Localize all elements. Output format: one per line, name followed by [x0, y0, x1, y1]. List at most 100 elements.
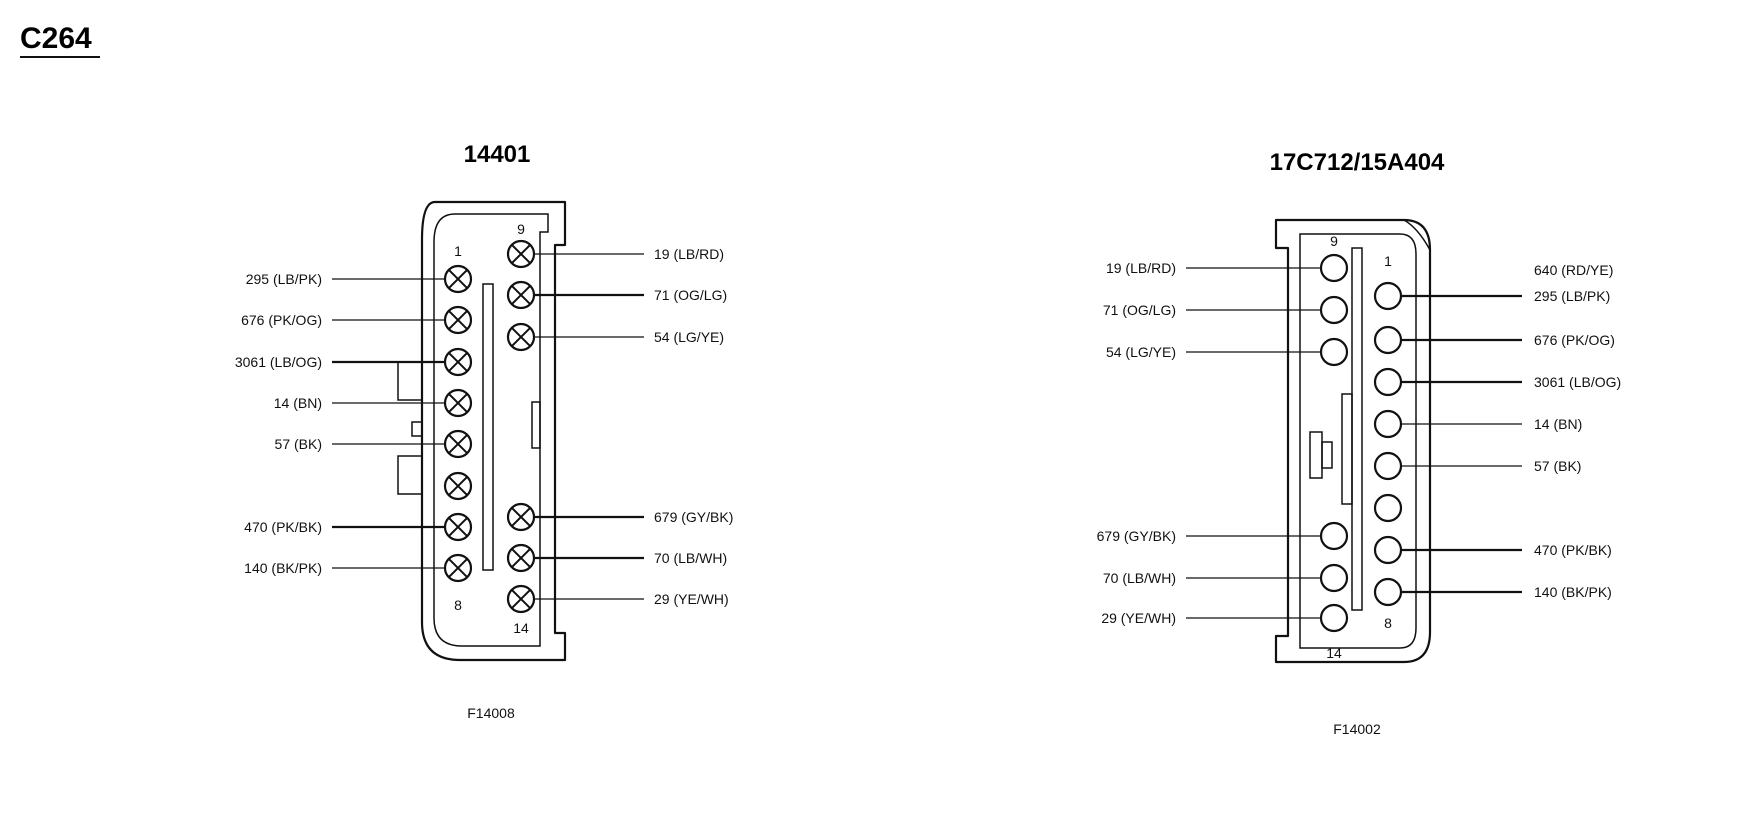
- wire-label: 470 (PK/BK): [244, 519, 322, 535]
- pin-number-label: 14: [513, 620, 529, 636]
- pin-circle: [1373, 325, 1403, 355]
- connector-housing: [1274, 218, 1432, 664]
- pin-10: [506, 280, 536, 310]
- pin-5: [1373, 451, 1403, 481]
- wire-label-extra: 640 (RD/YE): [1534, 262, 1613, 278]
- wire-label: 57 (BK): [1534, 458, 1581, 474]
- connector-title: 17C712/15A404: [1270, 149, 1445, 176]
- center-divider: [482, 283, 494, 571]
- pin-9: [1319, 253, 1349, 283]
- figure-code: F14002: [1333, 721, 1381, 737]
- pin-number-label: 1: [1384, 253, 1392, 269]
- pin-cross: [511, 548, 531, 568]
- pin-13: [1319, 563, 1349, 593]
- pin-circle: [1319, 295, 1349, 325]
- housing-notch: [531, 401, 541, 449]
- pin-circle: [1373, 281, 1403, 311]
- pin-7: [1373, 535, 1403, 565]
- pin-cross: [448, 434, 468, 454]
- pin-circle: [1373, 367, 1403, 397]
- wire-label: 470 (PK/BK): [1534, 542, 1612, 558]
- pin-6: [443, 471, 473, 501]
- wire-label: 19 (LB/RD): [654, 246, 724, 262]
- pin-cross: [511, 327, 531, 347]
- center-divider: [1351, 247, 1363, 611]
- side-latch: [397, 361, 423, 401]
- wire-label: 29 (YE/WH): [654, 591, 729, 607]
- pin-8: [443, 553, 473, 583]
- pin-column-left: 295 (LB/PK) 676 (PK/OG) 3061 (LB/OG) 14 (BN…: [235, 264, 473, 583]
- wire-label: 3061 (LB/OG): [1534, 374, 1621, 390]
- pin-1: [1373, 281, 1403, 311]
- pin-cross: [448, 352, 468, 372]
- pin-circle: [1373, 493, 1403, 523]
- figure-code: F14008: [467, 705, 515, 721]
- pin-3: [443, 347, 473, 377]
- pin-2: [443, 305, 473, 335]
- pin-cross: [511, 244, 531, 264]
- pin-cross: [511, 589, 531, 609]
- pin-13: [506, 543, 536, 573]
- pin-5: [443, 429, 473, 459]
- corner-detail: [1403, 219, 1431, 251]
- pin-8: [1373, 577, 1403, 607]
- side-latch: [411, 421, 423, 437]
- pin-11: [1319, 337, 1349, 367]
- wire-label: 71 (OG/LG): [654, 287, 727, 303]
- wire-label: 57 (BK): [275, 436, 322, 452]
- wire-label: 3061 (LB/OG): [235, 354, 322, 370]
- center-divider-step: [1341, 393, 1353, 505]
- pin-column-left: 19 (LB/RD)71 (OG/LG)54 (LG/YE)679 (GY/BK…: [1097, 253, 1349, 633]
- pin-cross: [448, 393, 468, 413]
- wire-label: 19 (LB/RD): [1106, 260, 1176, 276]
- connector-housing-inner: [433, 213, 549, 647]
- connector-17c712-15a404: 17C712/15A404 9 14 1 8 640 (RD/YE) 19 (L…: [1097, 149, 1622, 737]
- side-latch: [397, 455, 423, 495]
- pin-12: [506, 502, 536, 532]
- pin-9: [506, 239, 536, 269]
- pin-cross: [448, 476, 468, 496]
- pin-3: [1373, 367, 1403, 397]
- pin-column-right: 295 (LB/PK) 676 (PK/OG) 3061 (LB/OG) 14 (BN…: [1373, 281, 1621, 607]
- pin-2: [1373, 325, 1403, 355]
- pin-number-label: 9: [1330, 233, 1338, 249]
- pin-column-right: 19 (LB/RD) 71 (OG/LG) 54 (LG/YE) 679 (GY/BK…: [506, 239, 733, 614]
- wire-label: 679 (GY/BK): [654, 509, 733, 525]
- wire-label: 295 (LB/PK): [246, 271, 322, 287]
- pin-number-label: 8: [454, 597, 462, 613]
- wire-label: 14 (BN): [274, 395, 322, 411]
- wire-label: 54 (LG/YE): [654, 329, 724, 345]
- wire-label: 140 (BK/PK): [1534, 584, 1612, 600]
- pin-number-label: 9: [517, 221, 525, 237]
- connector-14401: 14401 1 8 9 14 295 (LB/PK)676 (PK/OG)306…: [235, 141, 734, 721]
- connector-housing: [420, 200, 567, 662]
- pin-6: [1373, 493, 1403, 523]
- pin-12: [1319, 521, 1349, 551]
- pin-circle: [1373, 577, 1403, 607]
- wire-label: 140 (BK/PK): [244, 560, 322, 576]
- pin-4: [443, 388, 473, 418]
- pin-10: [1319, 295, 1349, 325]
- pin-cross: [448, 310, 468, 330]
- pin-cross: [448, 517, 468, 537]
- pin-circle: [1373, 409, 1403, 439]
- wire-label: 14 (BN): [1534, 416, 1582, 432]
- pin-number-label: 14: [1326, 645, 1342, 661]
- wire-label: 54 (LG/YE): [1106, 344, 1176, 360]
- pin-number-label: 1: [454, 243, 462, 259]
- pin-cross: [448, 269, 468, 289]
- pin-1: [443, 264, 473, 294]
- pin-cross: [448, 558, 468, 578]
- pin-4: [1373, 409, 1403, 439]
- wire-label: 70 (LB/WH): [654, 550, 727, 566]
- side-key: [1321, 441, 1333, 469]
- pin-circle: [1373, 451, 1403, 481]
- side-key: [1309, 431, 1323, 479]
- pin-circle: [1319, 521, 1349, 551]
- wire-label: 676 (PK/OG): [241, 312, 322, 328]
- wire-label: 70 (LB/WH): [1103, 570, 1176, 586]
- wire-label: 676 (PK/OG): [1534, 332, 1615, 348]
- wire-label: 295 (LB/PK): [1534, 288, 1610, 304]
- wire-label: 71 (OG/LG): [1103, 302, 1176, 318]
